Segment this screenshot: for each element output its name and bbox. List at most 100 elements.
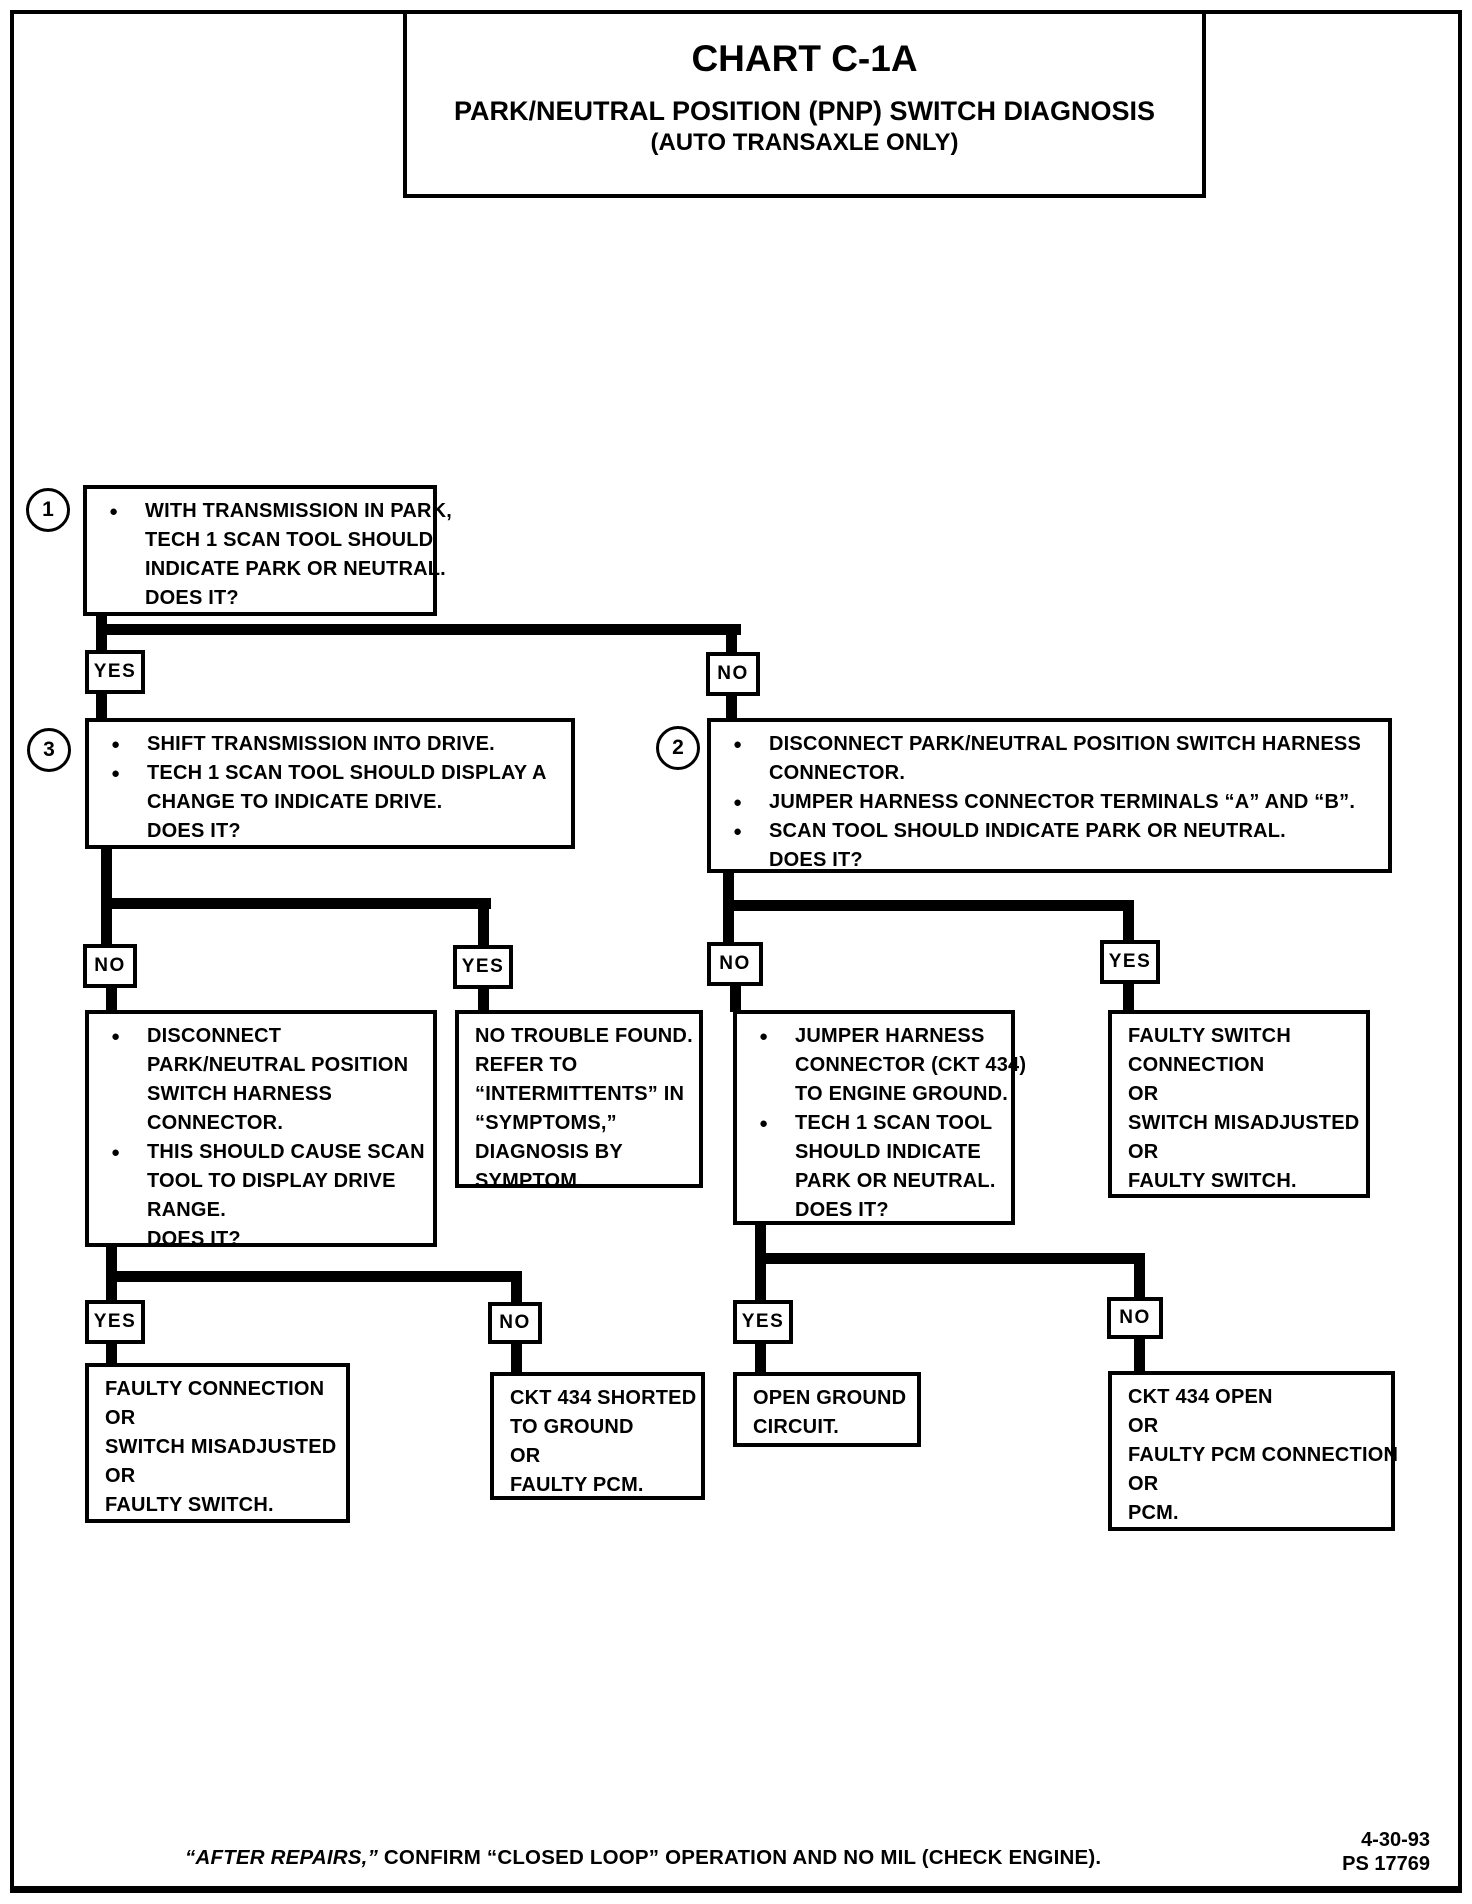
text-line: ● DISCONNECT [105, 1022, 425, 1051]
text-line: TO ENGINE GROUND. [753, 1080, 1008, 1109]
chart-title: CHART C-1A [691, 38, 918, 79]
line-text: DISCONNECT [147, 1025, 282, 1047]
line-text: DOES IT? [147, 1228, 241, 1250]
line-text: THIS SHOULD CAUSE SCAN [147, 1141, 425, 1163]
text-line: CONNECTOR. [727, 759, 1380, 788]
text-line: OR [1128, 1138, 1358, 1167]
bullet-icon: ● [111, 736, 121, 753]
line-text: CKT 434 SHORTED [510, 1387, 697, 1409]
connector-line [755, 1342, 766, 1374]
document-number: PS 17769 [1342, 1853, 1430, 1875]
bullet-icon: ● [733, 823, 743, 840]
text-line: ● SHIFT TRANSMISSION INTO DRIVE. [105, 730, 563, 759]
line-text: TO ENGINE GROUND. [795, 1083, 1009, 1105]
no-label-1: NO [706, 652, 760, 696]
text-line: OPEN GROUND [753, 1384, 909, 1413]
step-number-2: 2 [656, 726, 700, 770]
line-text: OR [105, 1465, 136, 1487]
open-ground-circuit-box: OPEN GROUND CIRCUIT. [733, 1372, 921, 1447]
line-text: TECH 1 SCAN TOOL SHOULD DISPLAY A [147, 762, 547, 784]
chart-subtitle-2: (AUTO TRANSAXLE ONLY) [650, 129, 959, 156]
text-line: REFER TO [475, 1051, 691, 1080]
line-text: “SYMPTOMS,” [475, 1112, 617, 1134]
text-line: OR [1128, 1412, 1383, 1441]
text-line: SYMPTOM. [475, 1167, 691, 1196]
line-text: TO GROUND [510, 1416, 634, 1438]
text-line: OR [105, 1462, 338, 1491]
connector-line [511, 1342, 522, 1374]
line-text: SHIFT TRANSMISSION INTO DRIVE. [147, 733, 495, 755]
text-line: FAULTY SWITCH. [1128, 1167, 1358, 1196]
open-ground-circuit-text: OPEN GROUND CIRCUIT. [753, 1384, 909, 1442]
line-text: WITH TRANSMISSION IN PARK, [145, 500, 453, 522]
step-2-text: ●DISCONNECT PARK/NEUTRAL POSITION SWITCH… [727, 730, 1380, 875]
no-trouble-found-text: NO TROUBLE FOUND.REFER TO“INTERMITTENTS”… [475, 1022, 693, 1196]
line-text: FAULTY SWITCH [1128, 1025, 1291, 1047]
footer-note: “AFTER REPAIRS,” CONFIRM “CLOSED LOOP” O… [185, 1846, 1101, 1870]
line-text: REFER TO [475, 1054, 578, 1076]
line-text: SWITCH MISADJUSTED [105, 1436, 337, 1458]
line-text: CKT 434 OPEN [1128, 1386, 1273, 1408]
text-line: DOES IT? [103, 584, 425, 613]
step-1-text: ●WITH TRANSMISSION IN PARK,TECH 1 SCAN T… [103, 497, 452, 613]
text-line: SWITCH MISADJUSTED [105, 1433, 338, 1462]
line-text: CIRCUIT. [753, 1416, 840, 1438]
connector-line [730, 984, 741, 1012]
text-line: NO TROUBLE FOUND. [475, 1022, 693, 1051]
line-text: DOES IT? [769, 849, 863, 871]
line-text: OR [1128, 1141, 1159, 1163]
line-text: DIAGNOSIS BY [475, 1141, 623, 1163]
line-text: PARK OR NEUTRAL. [795, 1170, 996, 1192]
connector-line [96, 624, 741, 635]
bullet-icon: ● [733, 736, 743, 753]
bullet-icon: ● [759, 1115, 769, 1132]
text-line: ●SCAN TOOL SHOULD INDICATE PARK OR NEUTR… [727, 817, 1380, 846]
connector-line [755, 1253, 1145, 1264]
connector-line [726, 624, 737, 656]
connector-line [106, 986, 117, 1012]
line-text: DOES IT? [795, 1199, 889, 1221]
step-3-text: ● SHIFT TRANSMISSION INTO DRIVE.● TECH 1 S… [105, 730, 563, 846]
yes-label-3-right: YES [733, 1300, 793, 1344]
line-text: FAULTY PCM CONNECTION [1128, 1444, 1399, 1466]
text-line: FAULTY PCM. [510, 1471, 693, 1500]
text-line: CIRCUIT. [753, 1413, 909, 1442]
bullet-icon: ● [759, 1028, 769, 1045]
line-text: SHOULD INDICATE [795, 1141, 981, 1163]
text-line: PARK/NEUTRAL POSITION [105, 1051, 425, 1080]
connector-line [1123, 982, 1134, 1012]
text-line: CHANGE TO INDICATE DRIVE. [105, 788, 563, 817]
text-line: ●JUMPER HARNESS [753, 1022, 1003, 1051]
text-line: TECH 1 SCAN TOOL SHOULD [103, 526, 433, 555]
text-line: ●DISCONNECT PARK/NEUTRAL POSITION SWITCH… [727, 730, 1380, 759]
connector-line [726, 694, 737, 722]
text-line: PCM. [1128, 1499, 1383, 1528]
connector-line [101, 847, 112, 946]
line-text: RANGE. [147, 1199, 226, 1221]
text-line: OR [510, 1442, 693, 1471]
text-line: FAULTY PCM CONNECTION [1128, 1441, 1398, 1470]
text-line: DOES IT? [105, 1225, 425, 1254]
connector-line [1134, 1253, 1145, 1299]
line-text: OR [105, 1407, 136, 1429]
text-line: OR [1128, 1080, 1358, 1109]
step-1-box: ●WITH TRANSMISSION IN PARK,TECH 1 SCAN T… [83, 485, 452, 616]
step-3-box: ● SHIFT TRANSMISSION INTO DRIVE.● TECH 1 S… [85, 718, 575, 849]
connector-line [511, 1271, 522, 1304]
connector-line [106, 1342, 117, 1365]
step-2-box: ●DISCONNECT PARK/NEUTRAL POSITION SWITCH… [707, 718, 1392, 873]
yes-label-2-left: YES [453, 945, 513, 989]
bullet-icon: ● [111, 1028, 121, 1045]
text-line: CONNECTOR. [105, 1109, 425, 1138]
text-line: FAULTY CONNECTION [105, 1375, 338, 1404]
line-text: OR [1128, 1083, 1159, 1105]
line-text: CHANGE TO INDICATE DRIVE. [147, 791, 443, 813]
